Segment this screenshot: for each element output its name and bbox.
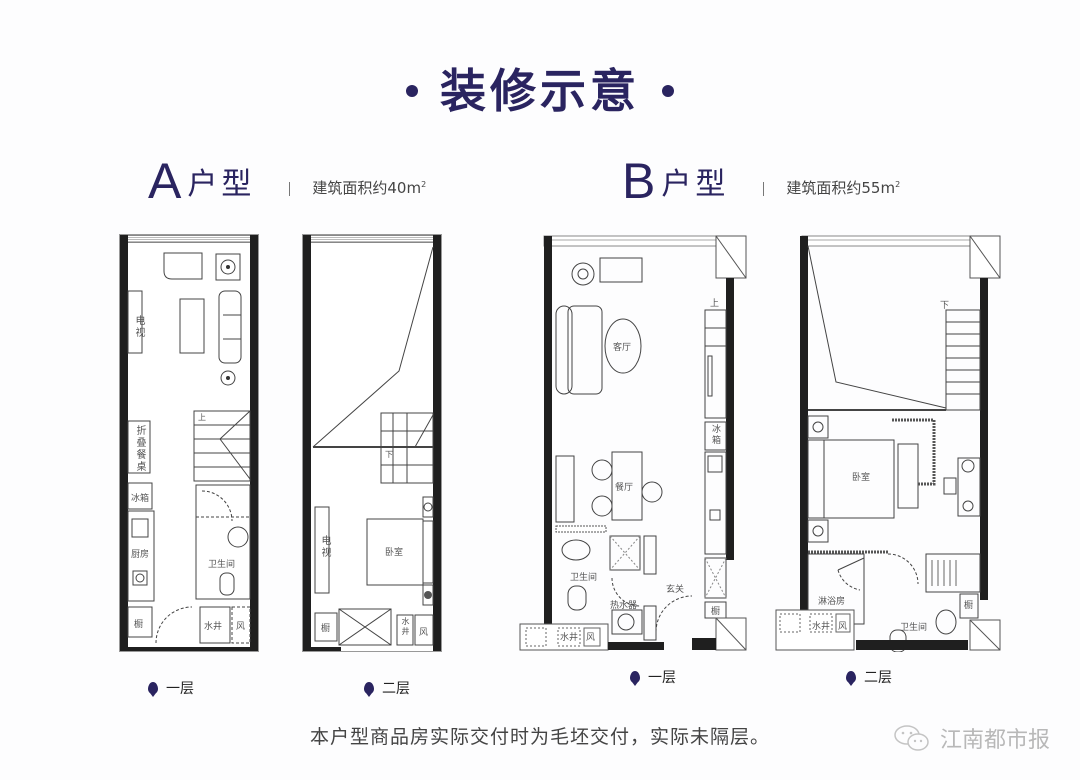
floor-tag-a2: 二层 [364,678,410,698]
label-bedroom: 卧室 [385,548,404,558]
label-cabinet: 橱 [321,624,331,634]
wall [303,235,311,651]
label-water-shaft: 水井 [204,622,223,632]
footer-note: 本户型商品房实际交付时为毛坯交付，实际未隔层。 [309,726,770,748]
wall [120,235,128,651]
label-tv: 电视 [133,315,144,339]
label-down: 下 [385,450,393,459]
location-pin-icon [364,682,374,697]
floor-tag-a1: 一层 [148,678,194,698]
label-bathroom: 卫生间 [900,623,928,633]
label-down: 下 [940,301,950,311]
unit-a-header: A 户型 建筑面积约40m2 [148,153,427,209]
floor-tag-b1: 一层 [630,667,676,687]
unit-b-word: 户型 [661,167,730,202]
unit-a-word: 户型 [187,167,256,202]
label-wind: 风 [586,633,596,643]
label-living-room: 客厅 [613,343,632,353]
wall [120,647,258,651]
location-pin-icon [846,671,856,686]
divider [763,182,765,196]
furniture-lines [312,246,434,646]
label-up: 上 [710,299,720,309]
label-cabinet: 橱 [134,620,144,630]
location-pin-icon [630,671,640,686]
window [303,235,441,243]
label-bathroom: 卫生间 [570,573,598,583]
label-wind: 风 [419,628,429,638]
unit-b-letter: B [622,153,656,209]
label-bedroom: 卧室 [852,473,871,483]
plan-a-floor2: 下 电视 卧室 橱 水井 风 [302,234,442,652]
label-fridge: 冰箱 [710,424,720,446]
unit-a-area: 建筑面积约40m2 [312,179,427,197]
label-water-shaft: 水井 [812,622,831,632]
unit-b-header: B 户型 建筑面积约55m2 [622,153,901,209]
plan-lines [519,235,747,651]
unit-a-letter: A [148,153,182,209]
furniture-lines [127,252,251,644]
title-text: 装修示意 [440,64,640,118]
label-fridge: 冰箱 [131,494,150,504]
watermark: 江南都市报 [892,722,1050,754]
bullet-dot-icon [406,84,418,97]
label-tv: 电视 [319,535,330,559]
wall [303,647,341,651]
unit-b-area: 建筑面积约55m2 [786,179,901,197]
bullet-dot-icon [662,84,674,97]
label-dining: 餐厅 [615,483,634,493]
plan-a-floor1: 电视 上 折叠餐桌 冰箱 厨房 卫生间 橱 水井 风 [119,234,259,652]
label-cabinet: 橱 [964,601,974,611]
window [120,235,258,243]
label-bathroom: 卫生间 [208,560,236,570]
plan-b-floor1: 客厅 上 冰箱 餐厅 卫生间 玄关 热水器 水井 风 橱 [516,234,748,652]
label-shower: 淋浴房 [818,597,846,607]
wall [433,235,441,651]
label-water-shaft: 水井 [401,617,410,637]
divider [289,182,291,196]
floor-tag-b2: 二层 [846,667,892,687]
plan-b-floor2: 下 卧室 淋浴房 卫生间 水井 风 橱 [772,234,1004,652]
label-wind: 风 [236,622,246,632]
label-folding-table: 折叠餐桌 [134,425,145,473]
page-title: 装修示意 [0,55,1080,121]
label-entrance: 玄关 [666,585,685,595]
wall [250,235,258,651]
label-wind: 风 [838,622,848,632]
label-cabinet: 橱 [711,607,721,617]
location-pin-icon [148,682,158,697]
plan-lines [775,235,1001,652]
label-up: 上 [198,413,206,422]
wechat-icon [894,725,929,751]
label-kitchen: 厨房 [131,550,150,560]
label-water-heater: 热水器 [610,601,638,611]
label-water-shaft: 水井 [560,633,579,643]
